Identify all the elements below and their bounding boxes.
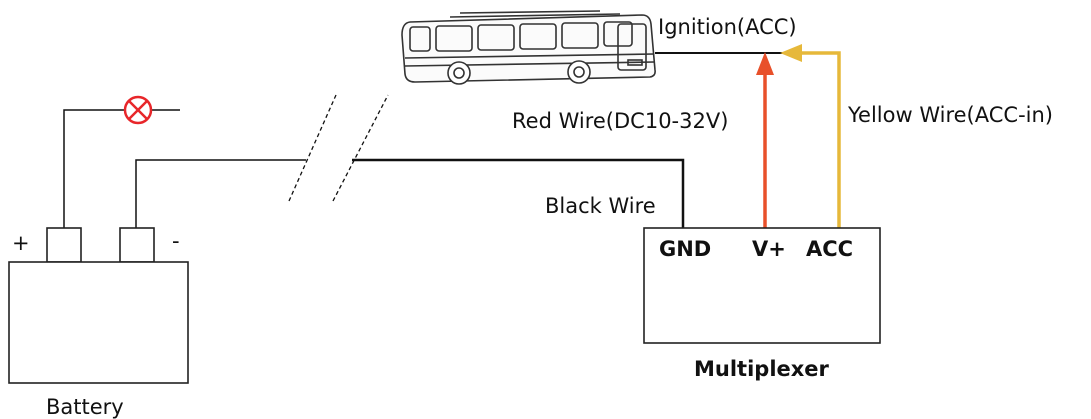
- red-wire-label: Red Wire(DC10-32V): [512, 109, 728, 133]
- wire-break-icon: [288, 94, 389, 202]
- yellow-wire: [780, 44, 841, 228]
- black-wire-label: Black Wire: [545, 194, 656, 218]
- battery: [8, 227, 189, 384]
- gnd-label: GND: [659, 237, 711, 261]
- ignition-label: Ignition(ACC): [658, 15, 797, 39]
- battery-plus-label: +: [12, 231, 30, 255]
- multiplexer-label: Multiplexer: [694, 357, 830, 381]
- bus-icon: [401, 10, 656, 85]
- battery-minus-label: -: [172, 229, 180, 253]
- vplus-label: V+: [752, 237, 786, 261]
- fuse-icon: [123, 95, 153, 125]
- battery-label: Battery: [46, 395, 124, 419]
- battery-negative-wire: [135, 159, 306, 228]
- battery-positive-wire: [63, 109, 125, 228]
- battery-negative-terminal: [119, 227, 155, 263]
- yellow-wire-label: Yellow Wire(ACC-in): [847, 103, 1053, 127]
- red-wire: [756, 52, 774, 228]
- multiplexer-box: [643, 227, 881, 344]
- battery-body: [8, 261, 189, 384]
- battery-positive-terminal: [46, 227, 82, 263]
- black-wire: [352, 158, 685, 228]
- acc-label: ACC: [806, 237, 853, 261]
